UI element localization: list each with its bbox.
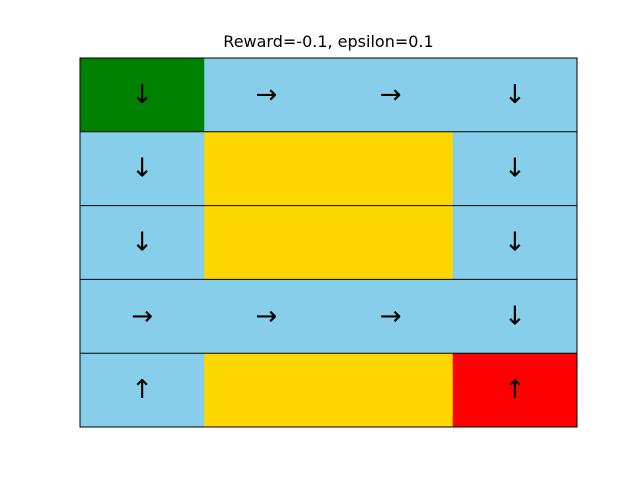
cell-open-r3-c1 <box>204 279 329 354</box>
cell-open-r3-c3 <box>452 279 578 354</box>
cell-start-r0-c0 <box>80 58 205 133</box>
cell-open-r1-c0 <box>80 131 205 207</box>
cell-open-r0-c3 <box>452 58 578 133</box>
cell-goal-r4-c3 <box>452 353 578 428</box>
policy-arrow-down-icon: ↓ <box>131 80 153 110</box>
policy-arrow-right-icon: → <box>380 301 402 331</box>
cell-wall-r2-c2 <box>328 205 454 280</box>
cell-wall-r1-c1 <box>204 131 329 207</box>
policy-arrow-down-icon: ↓ <box>131 154 153 184</box>
cell-wall-r1-c2 <box>328 131 454 207</box>
cell-wall-r4-c1 <box>204 353 329 428</box>
policy-arrow-up-icon: ↑ <box>131 375 153 405</box>
policy-arrow-right-icon: → <box>131 301 153 331</box>
cell-open-r0-c1 <box>204 58 329 133</box>
policy-arrow-down-icon: ↓ <box>504 154 526 184</box>
cell-open-r3-c0 <box>80 279 205 354</box>
policy-arrow-right-icon: → <box>255 80 277 110</box>
policy-arrow-down-icon: ↓ <box>504 301 526 331</box>
cell-open-r4-c0 <box>80 353 205 428</box>
cell-wall-r2-c1 <box>204 205 329 280</box>
grid-border <box>79 57 578 428</box>
policy-arrow-right-icon: → <box>380 80 402 110</box>
cell-wall-r4-c2 <box>328 353 454 428</box>
policy-arrow-down-icon: ↓ <box>504 80 526 110</box>
cell-open-r0-c2 <box>328 58 454 133</box>
cell-open-r2-c3 <box>452 205 578 280</box>
figure-title: Reward=-0.1, epsilon=0.1 <box>223 32 434 51</box>
policy-arrow-right-icon: → <box>255 301 277 331</box>
policy-arrow-down-icon: ↓ <box>131 228 153 258</box>
policy-arrow-down-icon: ↓ <box>504 228 526 258</box>
cell-open-r3-c2 <box>328 279 454 354</box>
cell-open-r1-c3 <box>452 131 578 207</box>
cell-open-r2-c0 <box>80 205 205 280</box>
policy-arrow-up-icon: ↑ <box>504 375 526 405</box>
